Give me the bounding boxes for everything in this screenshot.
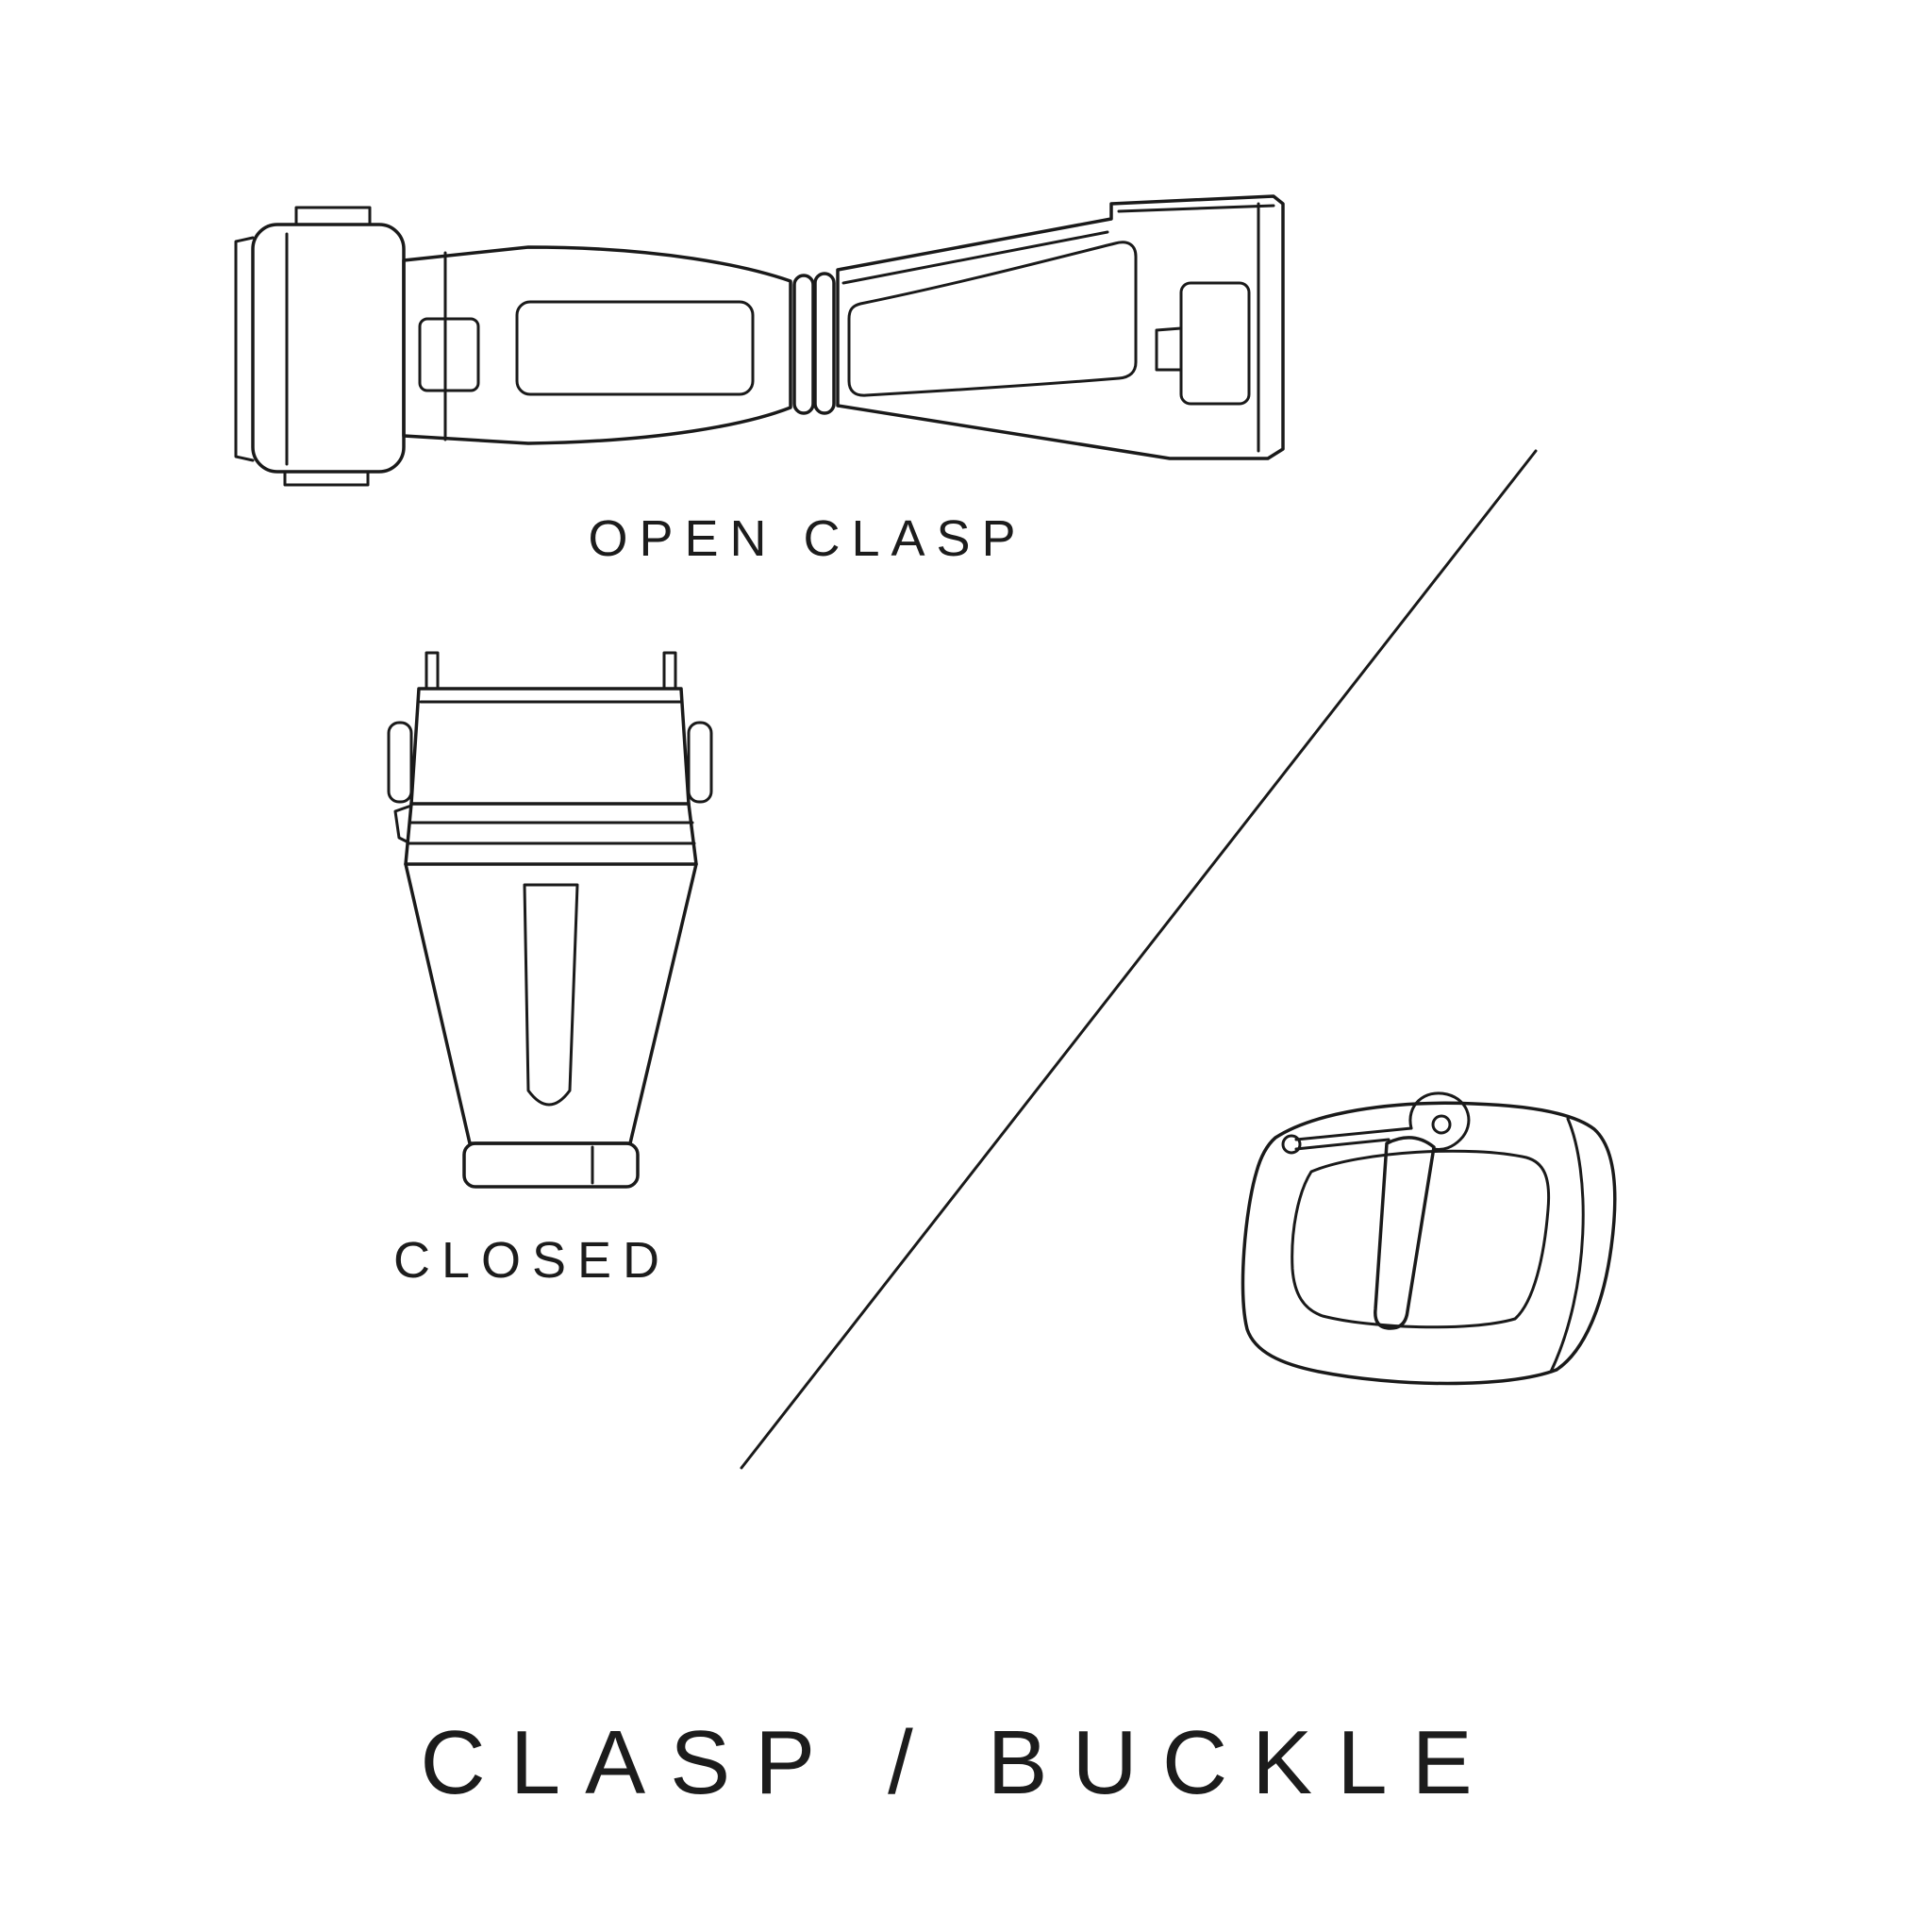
diagram-title: CLASP / BUCKLE (420, 1712, 1497, 1813)
closed-clasp-label: CLOSED (392, 1232, 672, 1289)
diagonal-divider-line (740, 449, 1538, 1470)
closed-clasp-illustration (387, 651, 713, 1189)
open-clasp-illustration (234, 194, 1285, 487)
open-clasp-label: OPEN CLASP (588, 510, 1027, 567)
tang-buckle-illustration (1241, 1091, 1617, 1386)
